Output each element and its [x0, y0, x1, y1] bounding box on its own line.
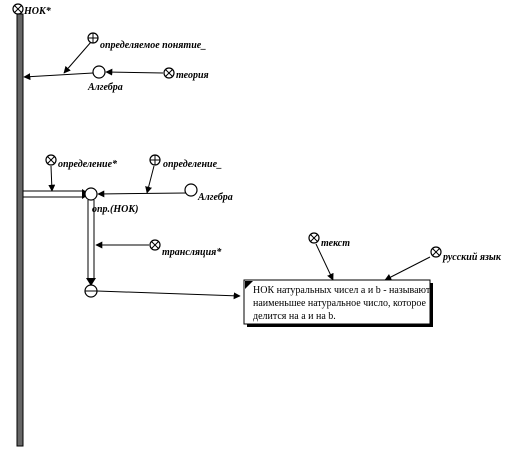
- node-nok-label: НОК*: [23, 6, 52, 17]
- node-algebra-mid-label: Алгебра: [197, 192, 233, 203]
- edge-trunk-to-opr-nok: [23, 189, 90, 199]
- node-teoriya-label: теория: [176, 70, 209, 81]
- node-algebra-top-label: Алгебра: [87, 82, 123, 93]
- edge-opredelenie-plus-to-edge: [145, 165, 155, 194]
- node-opr-nok-label: опр.(НОК): [92, 204, 139, 215]
- edge-lower-node-to-textbox: [96, 290, 241, 300]
- edge-opredelyaemoe-to-edge: [63, 41, 92, 74]
- edge-opredelenie-star-to-edge: [48, 165, 56, 192]
- node-russkiy-label: русский язык: [442, 252, 502, 263]
- node-opredelenie-star-label: определение*: [58, 159, 118, 170]
- node-russkiy[interactable]: русский язык: [430, 246, 502, 263]
- node-translyaciya-label: трансляция*: [162, 247, 222, 258]
- edge-opr-nok-to-lower-node: [86, 200, 96, 286]
- node-opredelyaemoe-label: определяемое понятие_: [100, 40, 206, 51]
- textbox[interactable]: НОК натуральных чисел a и b - называют н…: [243, 279, 433, 327]
- node-algebra-mid[interactable]: Алгебра: [184, 183, 233, 203]
- node-tekst[interactable]: текст: [308, 232, 350, 249]
- node-opr-nok[interactable]: опр.(НОК): [84, 187, 139, 215]
- node-opredelenie-plus[interactable]: определение_: [149, 154, 222, 170]
- node-opredelenie-star[interactable]: определение*: [45, 154, 118, 170]
- edge-algebra-mid-to-opr-nok: [97, 190, 187, 198]
- node-opredelyaemoe[interactable]: определяемое понятие_: [87, 32, 206, 51]
- node-algebra-top[interactable]: Алгебра: [87, 65, 123, 93]
- edge-tekst-to-textbox: [315, 243, 334, 281]
- textbox-line-2: наименьшее натуральное число, которое: [253, 298, 427, 309]
- node-tekst-label: текст: [321, 238, 350, 249]
- node-opredelenie-plus-label: определение_: [163, 159, 222, 170]
- node-teoriya[interactable]: теория: [163, 67, 209, 81]
- node-translyaciya[interactable]: трансляция*: [149, 239, 222, 258]
- edge-teoriya-to-algebra: [105, 68, 164, 76]
- edge-algebra-to-trunk: [23, 72, 94, 81]
- main-trunk-line: [16, 13, 24, 447]
- textbox-line-1: НОК натуральных чисел a и b - называют: [253, 285, 431, 296]
- node-nok[interactable]: НОК*: [12, 3, 52, 17]
- edge-russkiy-to-textbox: [384, 256, 431, 281]
- node-text-value[interactable]: [84, 284, 98, 298]
- textbox-line-3: делится на a и на b.: [253, 311, 336, 322]
